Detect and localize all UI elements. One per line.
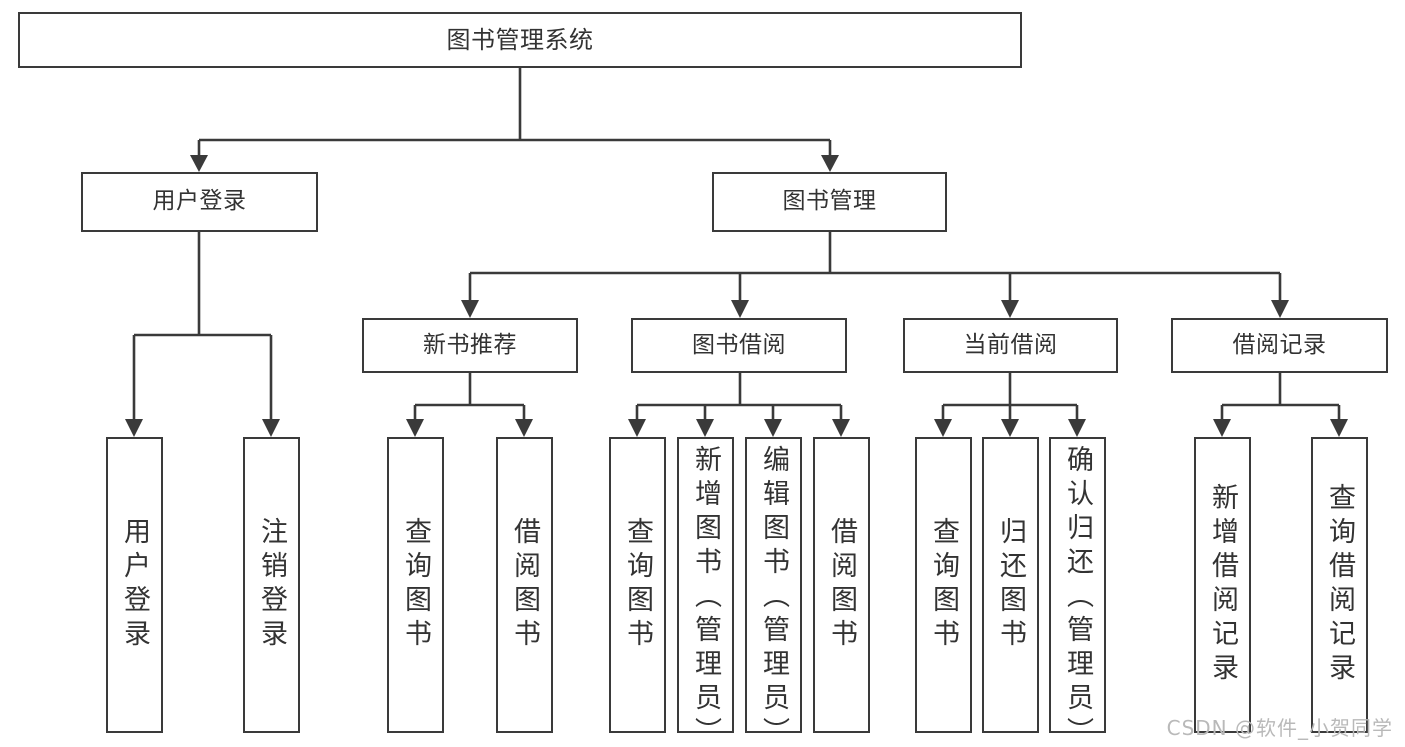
node-current-borrow[interactable]: 当前借阅	[903, 318, 1118, 373]
node-book-borrow-label: 图书借阅	[692, 331, 786, 358]
leaf-edit-book-label: 编辑图书（管理员）	[758, 445, 789, 747]
leaf-borrow-book-1-label: 借阅图书	[509, 517, 540, 653]
leaf-query-book-1-label: 查询图书	[400, 517, 431, 653]
leaf-query-record[interactable]: 查询借阅记录	[1311, 437, 1368, 733]
node-user-login[interactable]: 用户登录	[81, 172, 318, 232]
leaf-borrow-book-2[interactable]: 借阅图书	[813, 437, 870, 733]
leaf-borrow-book-2-label: 借阅图书	[826, 517, 857, 653]
leaf-query-book-1[interactable]: 查询图书	[387, 437, 444, 733]
leaf-query-book-2-label: 查询图书	[622, 517, 653, 653]
leaf-confirm-return-label: 确认归还（管理员）	[1062, 445, 1093, 747]
leaf-return-book[interactable]: 归还图书	[982, 437, 1039, 733]
leaf-confirm-return[interactable]: 确认归还（管理员）	[1049, 437, 1106, 747]
leaf-query-record-label: 查询借阅记录	[1324, 483, 1355, 687]
leaf-add-record-label: 新增借阅记录	[1207, 483, 1238, 687]
node-root[interactable]: 图书管理系统	[18, 12, 1022, 68]
csdn-watermark: CSDN @软件_小贺同学	[1166, 716, 1393, 740]
leaf-user-login-label: 用户登录	[119, 517, 150, 653]
leaf-query-book-3[interactable]: 查询图书	[915, 437, 972, 733]
node-book-manage[interactable]: 图书管理	[712, 172, 947, 232]
leaf-user-login[interactable]: 用户登录	[106, 437, 163, 733]
node-borrow-record-label: 借阅记录	[1232, 331, 1327, 358]
leaf-edit-book[interactable]: 编辑图书（管理员）	[745, 437, 802, 747]
node-book-manage-label: 图书管理	[782, 188, 877, 215]
node-current-borrow-label: 当前借阅	[963, 331, 1058, 358]
node-borrow-record[interactable]: 借阅记录	[1171, 318, 1388, 373]
node-book-borrow[interactable]: 图书借阅	[631, 318, 847, 373]
leaf-logout[interactable]: 注销登录	[243, 437, 300, 733]
leaf-add-book[interactable]: 新增图书（管理员）	[677, 437, 734, 747]
leaf-add-book-label: 新增图书（管理员）	[690, 445, 721, 747]
node-user-login-label: 用户登录	[152, 188, 247, 215]
leaf-add-record[interactable]: 新增借阅记录	[1194, 437, 1251, 733]
leaf-query-book-3-label: 查询图书	[928, 517, 959, 653]
leaf-logout-label: 注销登录	[256, 517, 287, 653]
leaf-borrow-book-1[interactable]: 借阅图书	[496, 437, 553, 733]
leaf-return-book-label: 归还图书	[995, 517, 1026, 653]
node-root-label: 图书管理系统	[446, 25, 594, 54]
leaf-query-book-2[interactable]: 查询图书	[609, 437, 666, 733]
node-new-book-rec[interactable]: 新书推荐	[362, 318, 578, 373]
node-new-book-rec-label: 新书推荐	[423, 331, 517, 358]
